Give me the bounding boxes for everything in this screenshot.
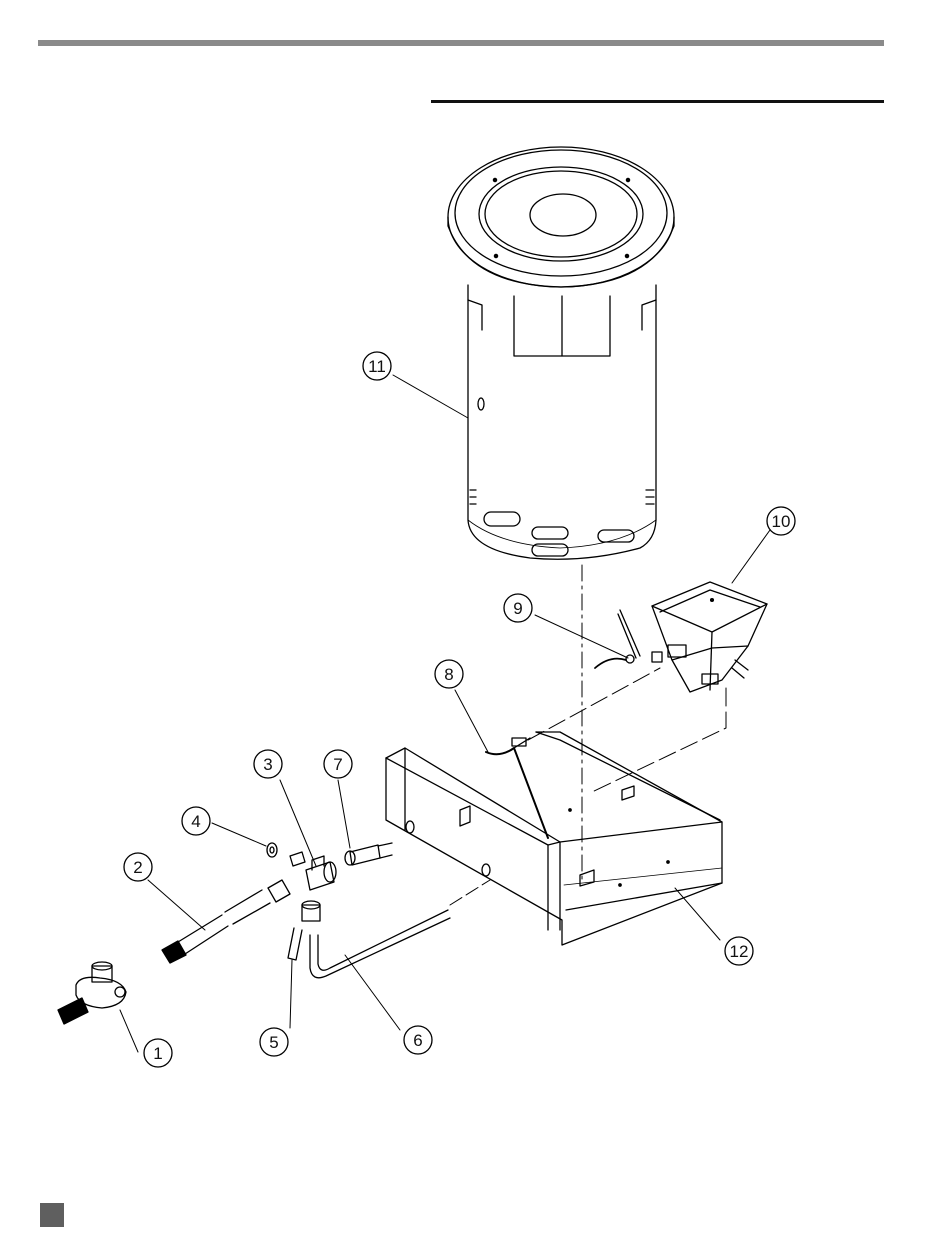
callout-2: 2 [124,853,152,881]
part-12-base [386,668,726,945]
callout-4: 4 [182,807,210,835]
callout-10: 10 [767,507,795,535]
part-1-regulator [58,962,126,1024]
callout-11-label: 11 [368,357,386,376]
part-8-thermocouple [486,738,548,838]
callout-8-label: 8 [444,665,453,684]
callout-4-label: 4 [191,812,200,831]
part-7-fitting [345,843,392,865]
callout-1: 1 [144,1039,172,1067]
callout-6: 6 [404,1026,432,1054]
part-2-hose [162,880,290,963]
page-marker [40,1203,64,1227]
callout-9: 9 [504,594,532,622]
callout-10-label: 10 [772,512,791,531]
callout-11: 11 [363,352,391,380]
callout-3: 3 [254,750,282,778]
callout-9-label: 9 [513,599,522,618]
callout-12-label: 12 [730,942,749,961]
callout-5-label: 5 [269,1033,278,1052]
part-9-igniter [595,610,662,668]
part-11-shell [448,147,674,880]
part-4-nut [267,843,305,866]
part-5-valve [288,901,320,960]
callout-7-label: 7 [333,755,342,774]
callout-6-label: 6 [413,1031,422,1050]
part-10-burner-box [652,582,767,692]
callout-7: 7 [324,750,352,778]
callout-3-label: 3 [263,755,272,774]
callout-1-label: 1 [153,1044,162,1063]
callout-12: 12 [725,937,753,965]
part-3-tee [306,856,336,890]
callout-2-label: 2 [133,858,142,877]
leader-lines [120,375,770,1052]
callout-5: 5 [260,1028,288,1056]
part-6-tube [310,880,490,978]
callout-8: 8 [435,660,463,688]
